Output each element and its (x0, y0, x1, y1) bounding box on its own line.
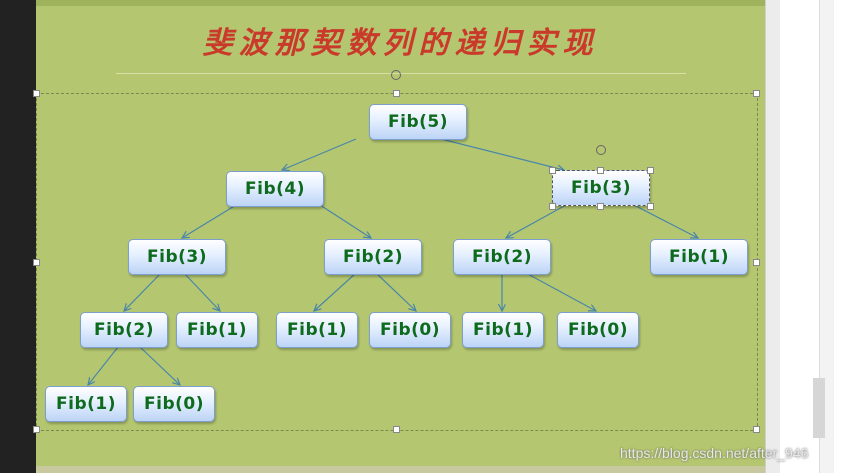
resize-handle-tl[interactable] (33, 90, 40, 97)
vertical-scrollbar[interactable] (813, 0, 834, 473)
edge-2c-0b (525, 272, 596, 311)
node-fib0[interactable]: Fib(0) (133, 386, 215, 422)
node-resize-handle[interactable] (549, 203, 556, 210)
slide-top-band (36, 0, 765, 6)
node-fib1[interactable]: Fib(1) (176, 312, 258, 348)
node-fib3-left[interactable]: Fib(3) (128, 239, 226, 275)
title-underline (116, 73, 686, 74)
node-resize-handle[interactable] (647, 203, 654, 210)
node-resize-handle[interactable] (549, 167, 556, 174)
node-fib1[interactable]: Fib(1) (650, 239, 748, 275)
edge-4-3 (182, 204, 237, 238)
node-fib4[interactable]: Fib(4) (226, 171, 324, 207)
resize-handle-ml[interactable] (33, 259, 40, 266)
resize-handle-mr[interactable] (753, 259, 760, 266)
node-fib0[interactable]: Fib(0) (557, 312, 639, 348)
left-margin (0, 0, 36, 473)
edge-2a-0c (139, 346, 180, 385)
tree-edges (36, 138, 765, 473)
node-fib1[interactable]: Fib(1) (45, 386, 127, 422)
resize-handle-tr[interactable] (753, 90, 760, 97)
resize-handle-br[interactable] (753, 426, 760, 433)
resize-handle-bl[interactable] (33, 426, 40, 433)
edge-3a-2a (124, 272, 162, 311)
rotate-handle-group[interactable] (391, 70, 401, 80)
node-fib0[interactable]: Fib(0) (369, 312, 451, 348)
resize-handle-tc[interactable] (393, 90, 400, 97)
edge-3a-1a (183, 272, 220, 311)
edge-5-4 (282, 138, 357, 170)
scrollbar-thumb[interactable] (813, 378, 825, 438)
panel-edge (765, 0, 780, 473)
right-side-panel (765, 0, 842, 473)
edge-5-3 (440, 138, 564, 170)
node-resize-handle[interactable] (647, 167, 654, 174)
node-fib1[interactable]: Fib(1) (462, 312, 544, 348)
edge-2b-0a (375, 272, 416, 311)
node-fib3-right-selected[interactable]: Fib(3) (552, 170, 650, 206)
node-fib2[interactable]: Fib(2) (453, 239, 551, 275)
node-fib2[interactable]: Fib(2) (80, 312, 168, 348)
edge-2a-1e (88, 346, 119, 385)
node-rotate-handle[interactable] (596, 145, 606, 155)
node-fib1[interactable]: Fib(1) (276, 312, 358, 348)
edge-3-1 (633, 204, 698, 238)
node-fib5[interactable]: Fib(5) (369, 104, 467, 140)
edge-4-2 (319, 204, 371, 238)
edge-3-2 (506, 204, 567, 238)
edge-2b-1b (314, 272, 357, 311)
node-resize-handle[interactable] (597, 167, 604, 174)
slide-bottom-strip (36, 466, 765, 473)
resize-handle-bc[interactable] (393, 426, 400, 433)
node-fib2[interactable]: Fib(2) (324, 239, 422, 275)
slide-title: 斐波那契数列的递归实现 (202, 26, 599, 61)
node-resize-handle[interactable] (597, 203, 604, 210)
slide-canvas[interactable]: 斐波那契数列的递归实现 Fib (33, 0, 765, 473)
watermark-text: https://blog.csdn.net/after_946 (620, 445, 809, 461)
